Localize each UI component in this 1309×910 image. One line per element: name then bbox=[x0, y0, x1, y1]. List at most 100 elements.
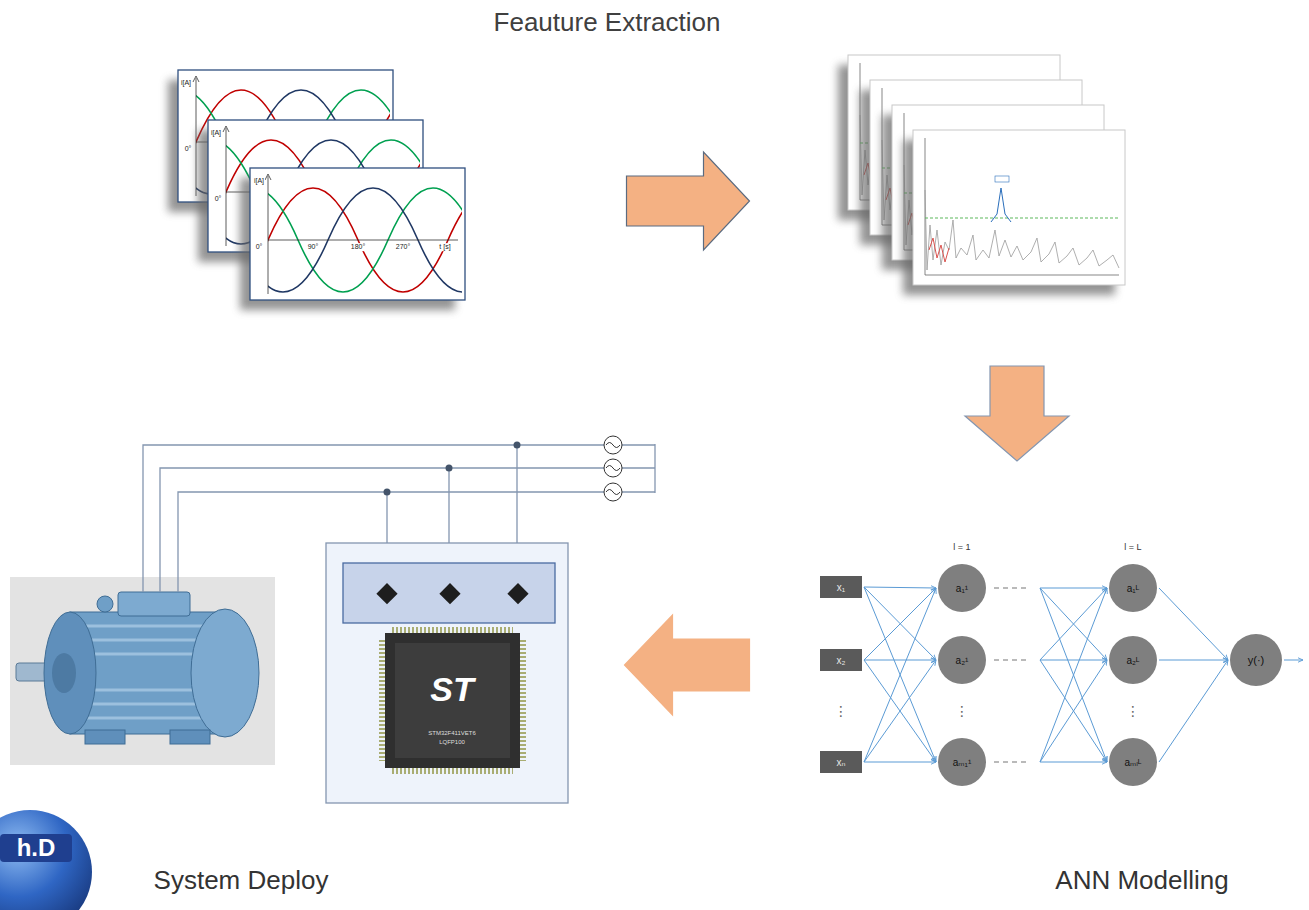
ellipsis-mark: ⋮ bbox=[955, 704, 969, 719]
current-plots-part-part bbox=[28, 168, 688, 300]
neural-network-part-part bbox=[1159, 660, 1228, 661]
neural-network-part-part bbox=[1109, 636, 1157, 684]
motor-illustration-part bbox=[44, 612, 96, 734]
neural-network-part-part bbox=[938, 564, 986, 612]
neural-network-part-part bbox=[1109, 564, 1157, 612]
chip-marking: STM32F411VET6 bbox=[428, 730, 476, 737]
neural-network-part bbox=[938, 564, 1282, 786]
spectrum-plots bbox=[836, 50, 1130, 292]
neuron-label: a₂ᴸ bbox=[1127, 655, 1140, 666]
wire-junction-dots bbox=[384, 442, 521, 496]
spectrum-plots-part-part bbox=[913, 130, 1125, 285]
ann-model-panel: ANN Modelling bbox=[812, 535, 1306, 905]
neural-network-part-part bbox=[1040, 588, 1107, 762]
neural-network-part-part bbox=[864, 588, 936, 762]
neural-network-part-part bbox=[864, 587, 936, 588]
controller-board-part bbox=[385, 633, 520, 768]
neural-network-part-part bbox=[994, 587, 1026, 588]
controller-board-part-part bbox=[376, 583, 397, 604]
axis-label: i[A] bbox=[211, 129, 221, 137]
ellipsis-mark: ⋮ bbox=[1126, 704, 1140, 719]
neural-network-part-part bbox=[994, 761, 1026, 762]
neural-network-part-part bbox=[938, 636, 986, 684]
neural-network-part-part bbox=[1040, 588, 1107, 589]
axis-label: t [s] bbox=[438, 243, 451, 251]
controller-board bbox=[326, 543, 568, 803]
ac-source-symbols-part bbox=[606, 443, 620, 495]
controller-board-part-part bbox=[507, 583, 528, 604]
neural-network-part-part bbox=[864, 660, 936, 661]
input-label: xₙ bbox=[837, 757, 846, 768]
neural-network-part-part bbox=[1159, 660, 1228, 762]
neural-network-part bbox=[820, 576, 862, 773]
neural-network-part-part bbox=[1109, 738, 1157, 786]
flow-arrow bbox=[965, 366, 1069, 461]
controller-board-part bbox=[343, 563, 555, 623]
neural-network-part-part bbox=[864, 588, 936, 660]
controller-board-part-part bbox=[439, 583, 460, 604]
stage-caption: ANN Modelling bbox=[1055, 866, 1228, 895]
wire-junction-dots-part bbox=[514, 442, 521, 449]
neural-network-part-part bbox=[864, 660, 936, 762]
axis-tick-label: 180° bbox=[350, 243, 366, 251]
neural-network-part-part bbox=[938, 738, 986, 786]
axis-label: i[A] bbox=[253, 177, 265, 185]
controller-board-part bbox=[392, 627, 513, 633]
controller-board-part bbox=[520, 640, 526, 761]
neuron-label: aₘ₁¹ bbox=[953, 757, 972, 768]
controller-board-part bbox=[392, 768, 513, 774]
controller-board-part bbox=[326, 543, 568, 803]
controller-board-part bbox=[395, 643, 510, 758]
diagram-title: Feauture Extraction bbox=[494, 8, 721, 37]
neural-network-part bbox=[994, 588, 1026, 762]
logo bbox=[0, 810, 92, 910]
chip-marking: LQFP100 bbox=[439, 739, 465, 746]
input-label: x₂ bbox=[837, 655, 846, 666]
neural-network-part-part bbox=[864, 587, 936, 660]
current-plots-part bbox=[28, 168, 688, 310]
wire-junction-dots-part bbox=[384, 489, 391, 496]
neural-network-part-part bbox=[1230, 634, 1282, 686]
neural-network-part-part bbox=[864, 587, 936, 762]
current-plots bbox=[0, 70, 688, 310]
axis-tick-label: 90° bbox=[307, 243, 320, 251]
neuron-label: a₁ᴸ bbox=[1127, 583, 1139, 594]
motor-illustration-part bbox=[191, 609, 259, 737]
neural-network-part-part bbox=[1040, 588, 1107, 762]
input-label: x₁ bbox=[837, 582, 845, 593]
neural-network-part-part bbox=[1159, 588, 1228, 660]
axis-label: 0° bbox=[255, 243, 264, 251]
logo-text: h.D bbox=[17, 835, 56, 861]
current-waveform-plots: i[A]0°90°180°270°t [s] bbox=[166, 60, 472, 306]
neuron-label: aₘₗᴸ bbox=[1125, 757, 1142, 768]
logo-part bbox=[0, 834, 72, 862]
layer-label: l = 1 bbox=[953, 543, 970, 553]
neural-network-part-part bbox=[1040, 660, 1107, 661]
ac-source-symbols bbox=[604, 436, 622, 501]
stage-caption: System Deploy bbox=[154, 866, 329, 895]
spectrum-plots-part bbox=[903, 130, 1125, 295]
neural-network-part-part bbox=[994, 659, 1026, 660]
axis-label: 0° bbox=[215, 195, 222, 203]
layer-label: l = L bbox=[1124, 543, 1141, 553]
neuron-label: a₂¹ bbox=[956, 655, 969, 666]
neural-network-part-part bbox=[820, 751, 862, 773]
deploy-panel: System Deploy bbox=[10, 438, 658, 905]
motor-illustration-part bbox=[170, 730, 210, 744]
neural-network-part-part bbox=[820, 649, 862, 671]
neural-network bbox=[820, 564, 1303, 786]
logo-part bbox=[0, 810, 92, 910]
flow-arrow bbox=[627, 152, 750, 250]
spectrum-plots bbox=[838, 55, 1125, 295]
chip-logo: ST bbox=[430, 671, 473, 708]
neuron-label: a₁¹ bbox=[956, 583, 968, 594]
neural-network-part-part bbox=[1040, 660, 1107, 762]
controller-board-part bbox=[379, 640, 385, 761]
axis-label: i[A] bbox=[181, 79, 191, 87]
motor-illustration-part bbox=[97, 596, 113, 612]
